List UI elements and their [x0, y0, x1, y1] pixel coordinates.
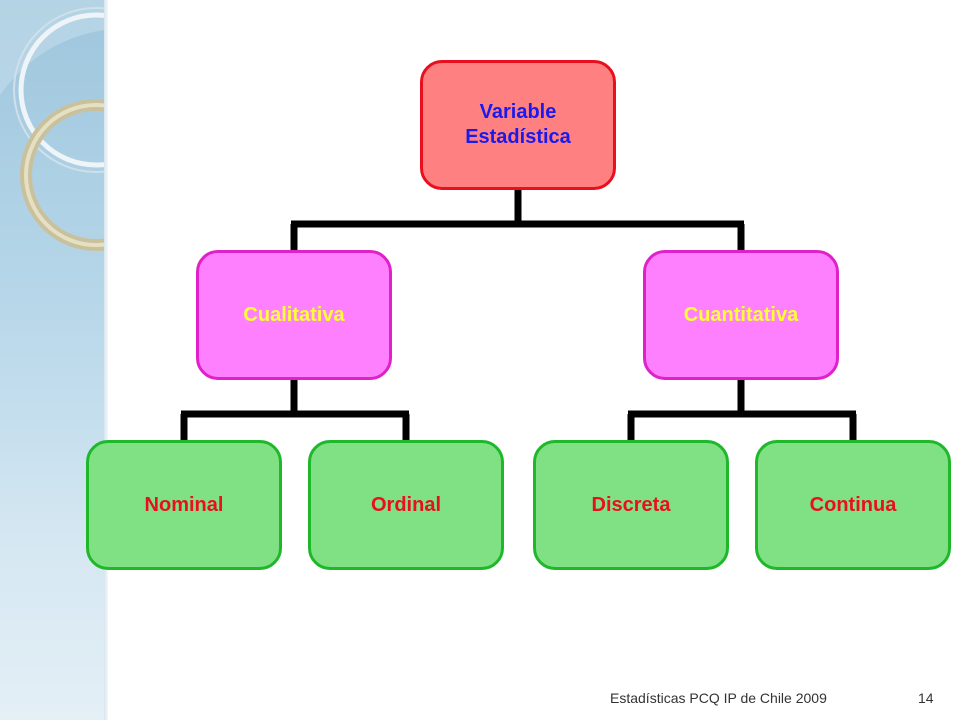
node-label: Cuantitativa [683, 303, 799, 326]
decorative-side-panel [0, 0, 104, 720]
node-label: Ordinal [370, 493, 441, 516]
node-label: Cualitativa [243, 303, 345, 326]
node-label: Discreta [591, 493, 671, 516]
footer-text: Estadísticas PCQ IP de Chile 2009 [610, 690, 827, 706]
node-label: Variable Estadística [465, 101, 571, 148]
node-cualitativa: Cualitativa [196, 250, 392, 380]
node-discreta: Discreta [533, 440, 729, 570]
node-variable-estadistica: Variable Estadística [420, 60, 616, 190]
page-number: 14 [918, 690, 934, 706]
node-label: Continua [809, 493, 897, 516]
node-ordinal: Ordinal [308, 440, 504, 570]
decorative-rings [0, 0, 104, 251]
side-panel-edge [104, 0, 108, 720]
node-continua: Continua [755, 440, 951, 570]
node-cuantitativa: Cuantitativa [643, 250, 839, 380]
node-nominal: Nominal [86, 440, 282, 570]
node-label: Nominal [144, 493, 224, 516]
